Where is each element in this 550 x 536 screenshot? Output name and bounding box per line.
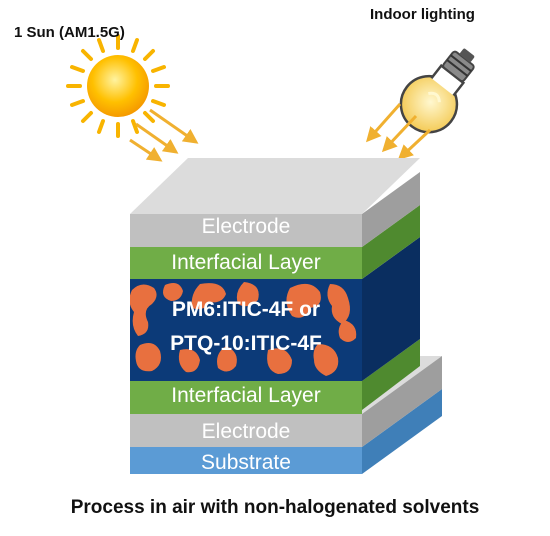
sunlight-arrows <box>129 108 199 162</box>
active-stack <box>130 158 420 414</box>
top-interfacial-label: Interfacial Layer <box>171 251 321 274</box>
blend-domains <box>130 282 357 376</box>
sun-label: 1 Sun (AM1.5G) <box>14 24 125 41</box>
substrate-label: Substrate <box>201 451 291 474</box>
sun-icon <box>66 34 170 138</box>
bottom-interfacial-layer <box>130 381 362 414</box>
active-layer-label-line1: PM6:ITIC-4F or <box>171 298 321 321</box>
bottom-electrode-label: Electrode <box>201 420 291 443</box>
bottom-interfacial-label: Interfacial Layer <box>171 384 321 407</box>
top-interfacial-layer <box>130 247 362 279</box>
top-electrode-label: Electrode <box>201 215 291 238</box>
indoor-light-arrows <box>366 103 432 161</box>
caption: Process in air with non-halogenated solv… <box>70 497 480 518</box>
active-layer-label-line2: PTQ-10:ITIC-4F <box>170 332 322 355</box>
bottom-electrode-layer <box>130 414 362 447</box>
indoor-lighting-label: Indoor lighting <box>370 6 475 23</box>
substrate-layer <box>130 447 362 474</box>
top-electrode-layer <box>130 214 362 247</box>
